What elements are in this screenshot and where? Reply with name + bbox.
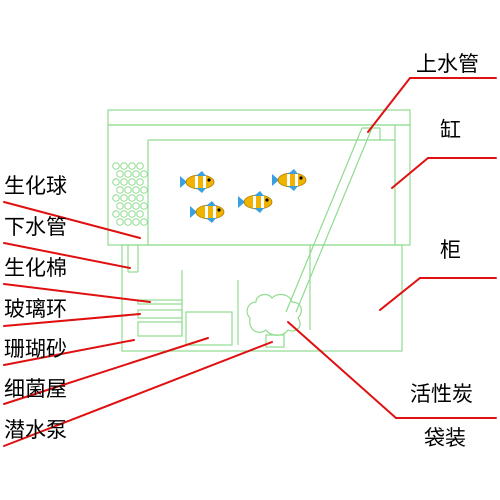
bio-ball bbox=[124, 202, 132, 210]
bio-ball bbox=[132, 218, 140, 226]
label-bacteria-house: 细菌屋 bbox=[4, 377, 67, 401]
bio-ball bbox=[132, 202, 140, 210]
leader-lines bbox=[3, 77, 497, 447]
bio-ball bbox=[132, 170, 140, 178]
leader-glass-rings bbox=[3, 313, 141, 327]
bio-ball bbox=[120, 194, 128, 202]
bio-ball bbox=[140, 202, 148, 210]
tank-body bbox=[107, 124, 411, 246]
fish-group bbox=[180, 169, 307, 223]
fish bbox=[180, 171, 215, 193]
label-bio-cotton: 生化棉 bbox=[4, 256, 67, 280]
bio-ball bbox=[136, 210, 144, 218]
bio-ball bbox=[128, 210, 136, 218]
bio-ball bbox=[140, 186, 148, 194]
leader-coral-sand bbox=[3, 339, 135, 366]
pump-box bbox=[265, 334, 285, 348]
bio-balls bbox=[112, 162, 148, 226]
bio-ball bbox=[124, 170, 132, 178]
leader-cabinet-d bbox=[379, 277, 421, 311]
leader-carbon-d bbox=[287, 321, 397, 419]
cabinet-body bbox=[121, 244, 403, 352]
label-tank: 缸 bbox=[440, 118, 461, 142]
leader-inlet-pipe-d bbox=[367, 77, 411, 133]
inlet-pipe-a bbox=[285, 127, 363, 313]
bio-ball bbox=[120, 178, 128, 186]
bio-ball bbox=[116, 170, 124, 178]
bio-ball bbox=[112, 210, 120, 218]
bio-ball bbox=[124, 218, 132, 226]
carbon-bag bbox=[246, 293, 302, 336]
label-bio-balls: 生化球 bbox=[4, 174, 67, 198]
bacteria-house-box bbox=[185, 311, 233, 346]
bio-ball bbox=[140, 218, 148, 226]
bio-ball bbox=[120, 162, 128, 170]
bio-ball bbox=[128, 178, 136, 186]
bio-ball bbox=[136, 178, 144, 186]
label-glass-rings: 玻璃环 bbox=[4, 297, 67, 321]
bio-ball bbox=[112, 162, 120, 170]
bio-ball bbox=[116, 186, 124, 194]
leader-bio-cotton bbox=[3, 283, 151, 303]
fish bbox=[238, 191, 273, 213]
bio-ball bbox=[112, 178, 120, 186]
bio-ball bbox=[140, 170, 148, 178]
bio-ball bbox=[128, 162, 136, 170]
leader-pump bbox=[3, 341, 273, 447]
bio-cotton-layer bbox=[137, 299, 183, 305]
label-submersible-pump: 潜水泵 bbox=[4, 418, 67, 442]
bio-ball bbox=[136, 162, 144, 170]
fish bbox=[190, 201, 225, 223]
bio-ball bbox=[128, 194, 136, 202]
bio-ball bbox=[136, 194, 144, 202]
aquarium-outline bbox=[107, 109, 411, 352]
label-cabinet: 柜 bbox=[440, 238, 461, 262]
bio-ball bbox=[112, 194, 120, 202]
glass-ring-layer bbox=[137, 309, 183, 319]
bio-ball bbox=[124, 186, 132, 194]
fish bbox=[272, 169, 307, 191]
bio-ball bbox=[116, 202, 124, 210]
leader-bacteria-house bbox=[3, 337, 209, 405]
label-inlet-pipe: 上水管 bbox=[416, 52, 479, 76]
bio-ball bbox=[132, 186, 140, 194]
leader-bio-balls bbox=[3, 201, 141, 239]
bio-ball bbox=[116, 218, 124, 226]
tank-lid bbox=[107, 109, 411, 126]
coral-sand-layer bbox=[137, 321, 183, 337]
inlet-pipe-b bbox=[295, 127, 373, 313]
bio-ball bbox=[120, 210, 128, 218]
label-carbon-line1: 活性炭 bbox=[410, 382, 473, 406]
leader-tank-d bbox=[391, 157, 429, 189]
leader-down-pipe bbox=[3, 242, 131, 269]
label-down-pipe: 下水管 bbox=[4, 215, 67, 239]
label-coral-sand: 珊瑚砂 bbox=[4, 337, 67, 361]
label-carbon-line2: 袋装 bbox=[424, 426, 466, 450]
